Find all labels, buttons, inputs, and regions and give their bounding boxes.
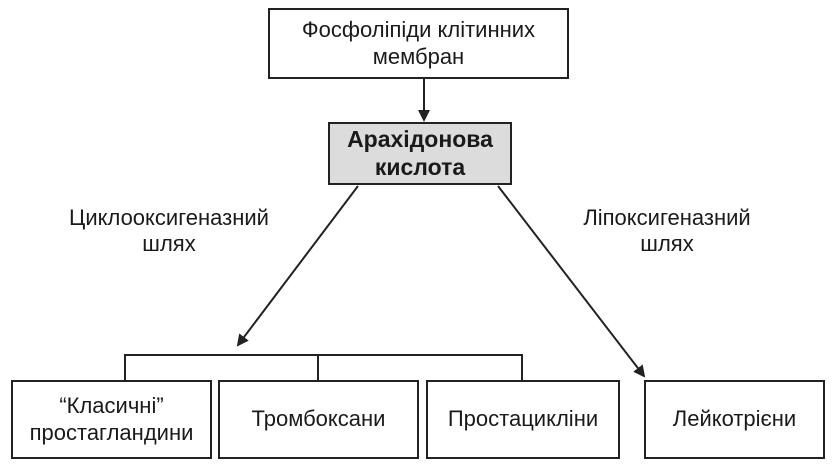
node-text-line: Лейкотрієни xyxy=(672,406,797,432)
node-text-line: Арахідонова xyxy=(347,125,493,152)
label-lipoxygenase-pathway: Ліпоксигеназний шлях xyxy=(567,205,767,258)
node-text-line: кислота xyxy=(374,153,466,180)
label-text-line: шлях xyxy=(640,231,694,257)
node-membrane-phospholipids: Фосфоліпіди клітинних мембран xyxy=(268,8,569,79)
node-thromboxanes: Тромбоксани xyxy=(218,380,419,459)
node-text-line: “Класичні” xyxy=(59,393,164,419)
node-text-line: мембран xyxy=(372,43,465,69)
arrow-cyclooxygenase-path xyxy=(236,185,359,347)
node-text-line: простагландини xyxy=(29,419,194,445)
label-text-line: Циклооксигеназний xyxy=(69,205,269,230)
label-text-line: Ліпоксигеназний xyxy=(583,205,751,230)
arrow-lipoxygenase-path xyxy=(497,185,646,378)
node-prostacyclins: Простацикліни xyxy=(426,380,620,459)
label-cyclooxygenase-pathway: Циклооксигеназний шлях xyxy=(54,205,284,258)
label-text-line: шлях xyxy=(142,231,196,257)
node-text-line: Фосфоліпіди клітинних xyxy=(301,17,536,43)
node-classic-prostaglandins: “Класичні” простагландини xyxy=(11,380,212,459)
product-bracket xyxy=(124,354,523,380)
node-text-line: Тромбоксани xyxy=(251,406,386,432)
node-leukotrienes: Лейкотрієни xyxy=(644,380,825,459)
node-text-line: Простацикліни xyxy=(447,406,599,432)
node-arachidonic-acid: Арахідонова кислота xyxy=(328,122,512,185)
